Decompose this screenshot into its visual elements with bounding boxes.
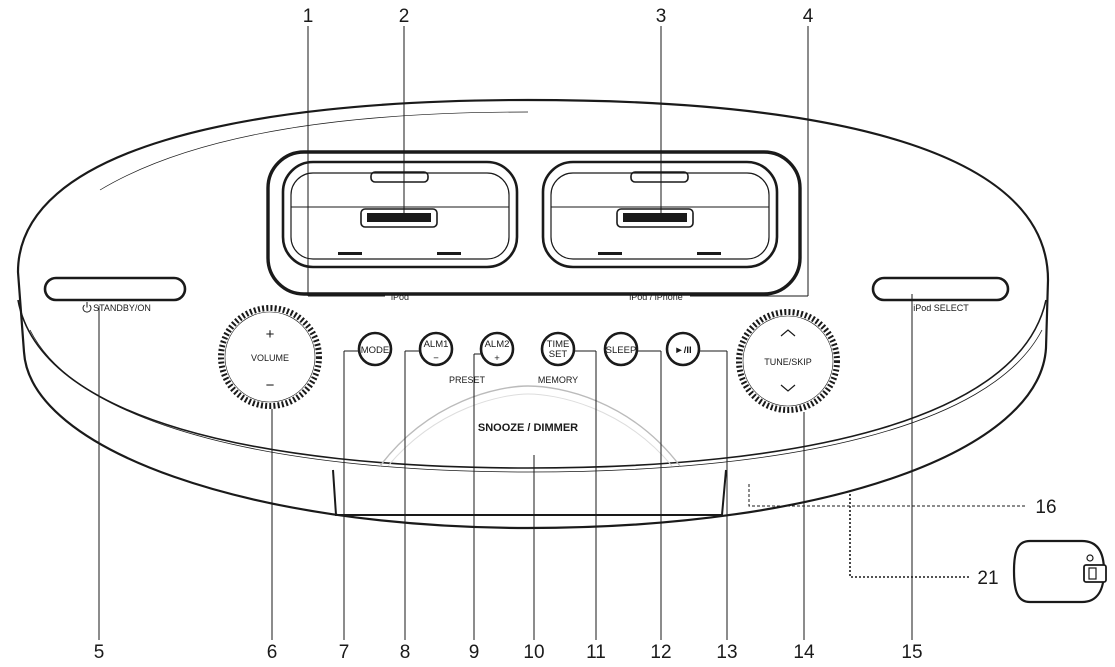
- dock-left-label: iPod: [391, 292, 409, 302]
- sleep-button-label: SLEEP: [606, 345, 637, 356]
- dock-connector-left: [360, 208, 438, 228]
- alm1-button[interactable]: ALM1 −: [418, 331, 454, 367]
- callout-9: 9: [469, 642, 480, 663]
- callout-16: 16: [1035, 497, 1056, 518]
- snooze-dimmer-bar[interactable]: SNOOZE / DIMMER: [332, 385, 727, 516]
- volume-knob[interactable]: + VOLUME −: [218, 305, 322, 409]
- callout-5: 5: [94, 642, 105, 663]
- standby-button[interactable]: [43, 276, 187, 302]
- alm1-button-label: ALM1: [424, 339, 449, 350]
- callout-numbers: 1 2 3 4 5 6 7 8 9 10 11 12 13 14 15 16 2…: [94, 6, 1057, 663]
- time-label: TIME: [547, 339, 570, 350]
- sleep-button[interactable]: SLEEP: [603, 331, 639, 367]
- set-label: SET: [549, 349, 568, 360]
- play-pause-button[interactable]: ►/II: [665, 331, 701, 367]
- callout-6: 6: [267, 642, 278, 663]
- mode-button[interactable]: MODE: [357, 331, 393, 367]
- callout-4: 4: [803, 6, 814, 27]
- callout-7: 7: [339, 642, 350, 663]
- tune-skip-knob[interactable]: TUNE/SKIP: [736, 309, 840, 413]
- alm2-plus: +: [494, 353, 500, 364]
- ipod-dock-left[interactable]: [281, 160, 519, 269]
- standby-label: STANDBY/ON: [93, 303, 151, 313]
- device-body: [16, 98, 1050, 530]
- callout-8: 8: [400, 642, 411, 663]
- callout-2: 2: [399, 6, 410, 27]
- callout-13: 13: [716, 642, 737, 663]
- chevron-up-icon: [780, 329, 796, 337]
- callout-1: 1: [303, 6, 314, 27]
- ipod-select-label: iPod SELECT: [913, 303, 969, 313]
- callout-10: 10: [523, 642, 544, 663]
- dock-frame: [266, 150, 802, 296]
- callout-3: 3: [656, 6, 667, 27]
- memory-label: MEMORY: [538, 375, 578, 385]
- volume-label: VOLUME: [251, 353, 289, 363]
- callout-21: 21: [977, 568, 998, 589]
- play-pause-icon: ►/II: [674, 345, 691, 356]
- time-set-button[interactable]: TIME SET: [540, 331, 576, 367]
- leader-lines: [98, 26, 1026, 640]
- power-icon: [82, 302, 92, 313]
- dock-connector-right: [616, 208, 694, 228]
- preset-label: PRESET: [449, 375, 486, 385]
- callout-11: 11: [586, 642, 606, 663]
- remote-accessory: [1012, 539, 1107, 604]
- volume-minus: −: [266, 377, 275, 394]
- callout-12: 12: [650, 642, 671, 663]
- callout-14: 14: [793, 642, 815, 663]
- tune-skip-label: TUNE/SKIP: [764, 357, 812, 367]
- ipod-select-button[interactable]: [871, 276, 1010, 302]
- iphone-dock-right[interactable]: [541, 160, 779, 269]
- dock-right-label: iPod / iPhone: [629, 292, 683, 302]
- callout-15: 15: [901, 642, 922, 663]
- alm2-button[interactable]: ALM2 +: [479, 331, 515, 367]
- chevron-down-icon: [780, 384, 796, 392]
- mode-button-label: MODE: [361, 345, 390, 356]
- volume-plus: +: [266, 326, 275, 343]
- alm1-minus: −: [433, 353, 439, 364]
- alm2-button-label: ALM2: [485, 339, 510, 350]
- snooze-dimmer-label: SNOOZE / DIMMER: [478, 422, 578, 434]
